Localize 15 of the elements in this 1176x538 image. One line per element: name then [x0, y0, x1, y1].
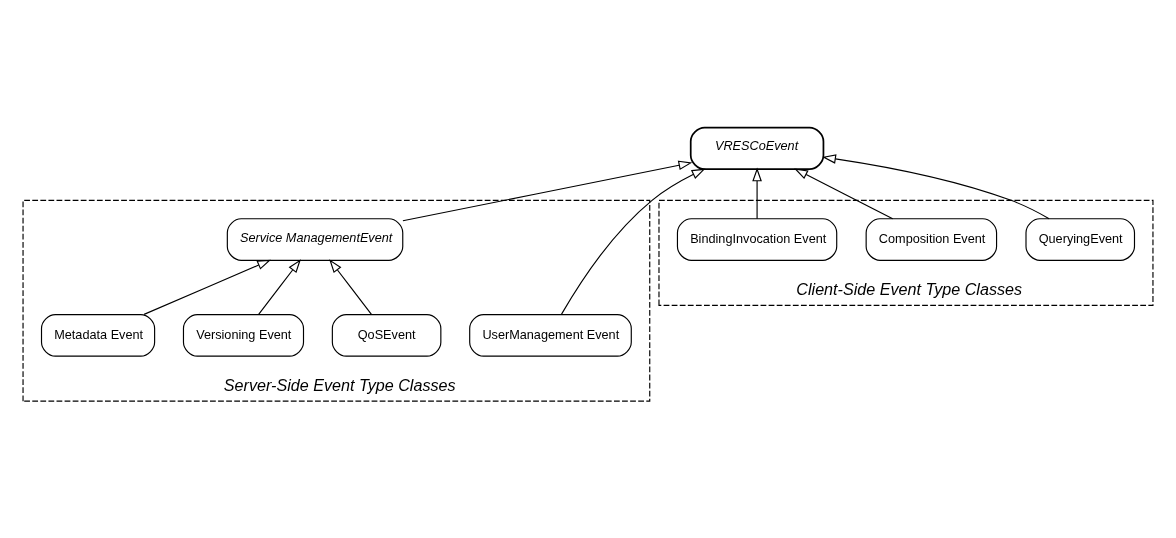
arrow: [752, 167, 762, 220]
node-box: Service ManagementEvent: [226, 218, 404, 261]
node-box: QueryingEvent: [1025, 218, 1136, 261]
arrow: [402, 160, 693, 222]
node-box: Composition Event: [865, 218, 998, 261]
node-box: Metadata Event: [40, 314, 156, 357]
node-box: Versioning Event: [182, 314, 305, 357]
node-box: QoSEvent: [331, 314, 442, 357]
node-box: BindingInvocation Event: [676, 218, 838, 261]
arrow: [258, 259, 301, 315]
node-box: VRESCoEvent: [689, 126, 825, 171]
arrow: [329, 259, 372, 315]
arrow: [561, 168, 706, 315]
arrow: [143, 259, 272, 315]
node-box: UserManagement Event: [469, 314, 632, 357]
